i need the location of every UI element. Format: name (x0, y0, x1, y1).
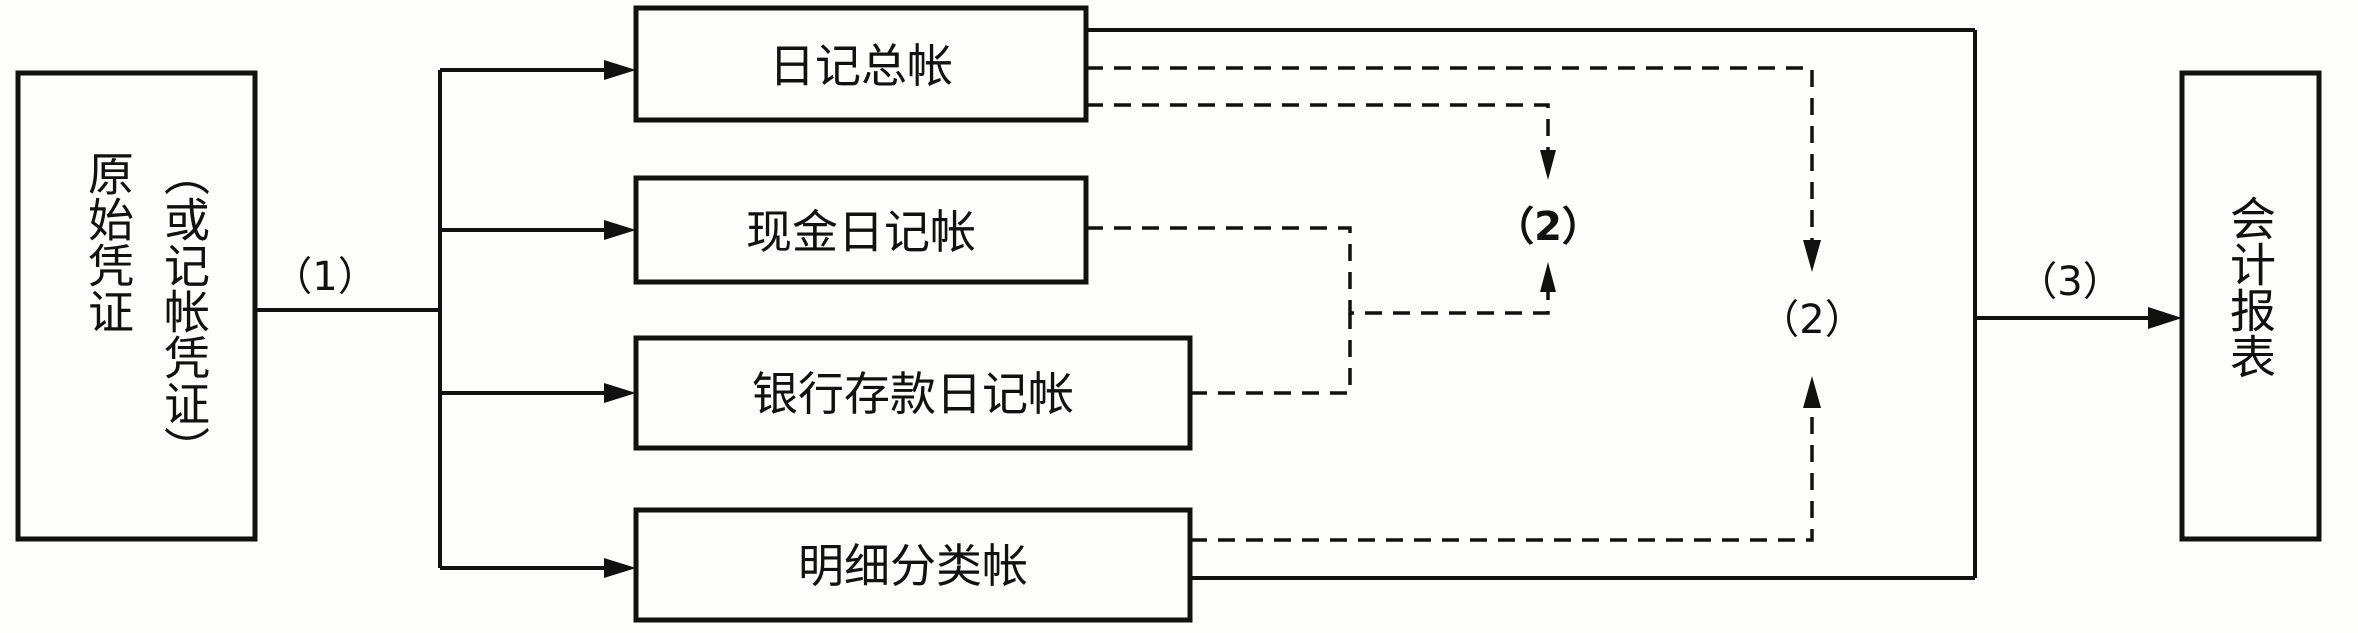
arrowhead-down-to-step2a (1540, 150, 1556, 180)
arrowhead-to-accounting-report (2148, 307, 2182, 329)
accounting-report-label: 会计报表 (2223, 195, 2277, 379)
step1-connectors (255, 60, 636, 578)
step2b-reconciliation-connectors (1086, 66, 1821, 542)
cash-journal-label: 现金日记帐 (746, 205, 976, 259)
step3-label: （3） (2017, 259, 2122, 305)
arrowhead-up-to-step2a (1540, 262, 1556, 292)
general-journal-box (633, 5, 1089, 123)
step2a-reconciliation-connectors (1086, 103, 1556, 395)
step2a-label: （2） (1494, 204, 1602, 250)
arrowhead-to-cash-journal (604, 220, 636, 240)
general-journal-label: 日记总帐 (769, 39, 953, 93)
step1-label: （1） (272, 254, 377, 300)
source-voucher-label: 原始凭证 (81, 150, 135, 334)
accounting-report-box (2179, 70, 2322, 542)
source-voucher-box (15, 70, 258, 542)
step3-connectors (1086, 28, 2182, 580)
subsidiary-ledger-label: 明细分类帐 (798, 539, 1028, 593)
source-voucher-subtitle: （或记帐凭证） (157, 150, 211, 472)
arrowhead-to-bank-journal (604, 383, 636, 403)
arrowhead-to-subsidiary-ledger (604, 558, 636, 578)
bank-journal-label: 银行存款日记帐 (752, 367, 1074, 421)
arrowhead-down-to-step2b (1803, 240, 1821, 272)
step2b-label: （2） (1759, 297, 1864, 343)
arrowhead-up-to-step2b (1803, 376, 1821, 408)
arrowhead-to-general-journal (604, 60, 636, 80)
subsidiary-ledger-box (633, 507, 1193, 623)
